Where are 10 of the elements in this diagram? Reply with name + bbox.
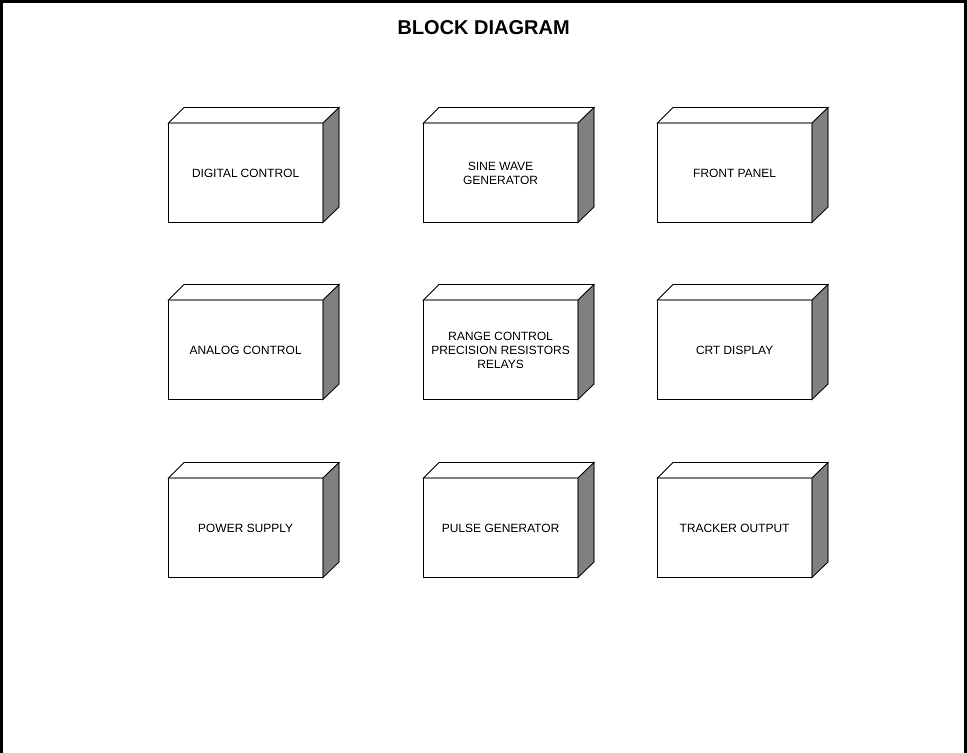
block-label: POWER SUPPLY bbox=[198, 520, 294, 534]
block-label: SINE WAVE GENERATOR bbox=[462, 158, 539, 186]
block-label: DIGITAL CONTROL bbox=[192, 166, 300, 180]
block-label: ANALOG CONTROL bbox=[189, 342, 302, 356]
block-label: PULSE GENERATOR bbox=[442, 520, 560, 534]
diagram-title: BLOCK DIAGRAM bbox=[397, 17, 570, 39]
block-label: TRACKER OUTPUT bbox=[679, 520, 790, 534]
block-label: RANGE CONTROL PRECISION RESISTORS RELAYS bbox=[430, 328, 571, 370]
block-label: FRONT PANEL bbox=[693, 166, 776, 180]
block-label: CRT DISPLAY bbox=[696, 342, 774, 356]
